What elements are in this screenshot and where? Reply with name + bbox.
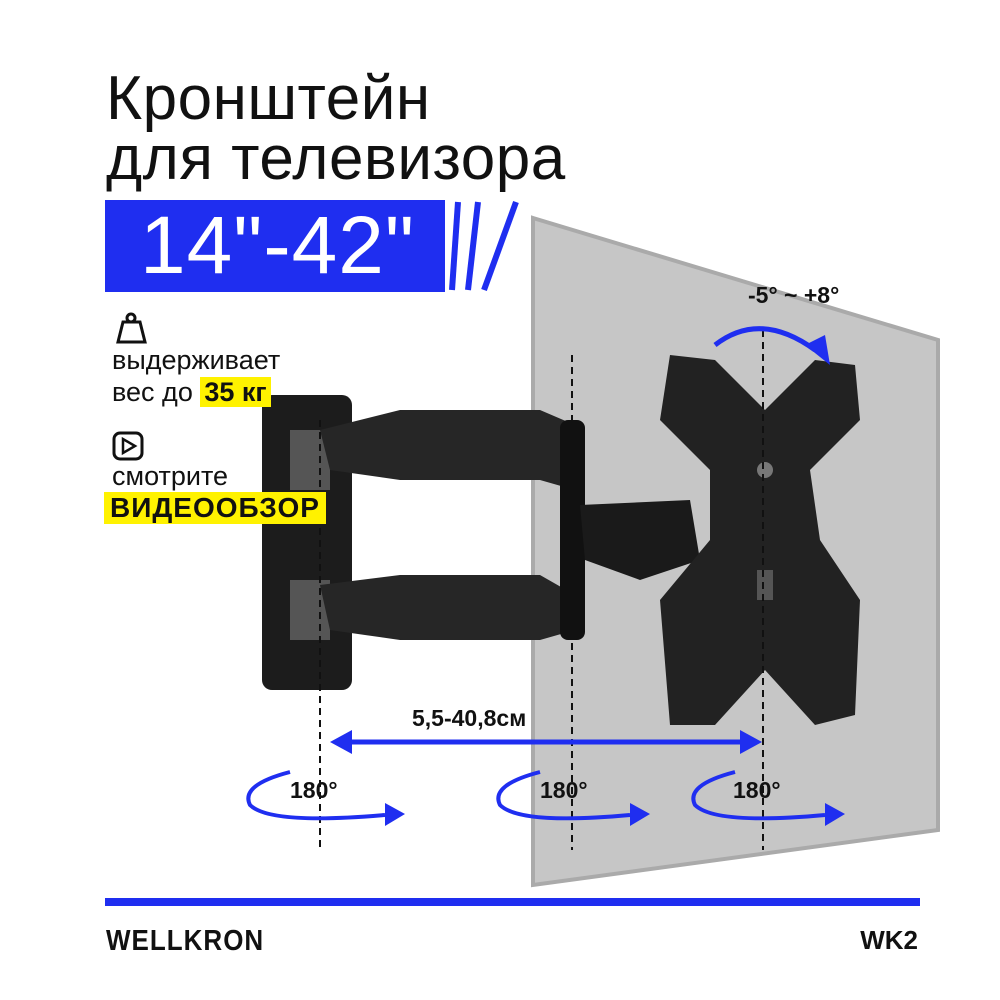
swivel-label-3: 180° <box>733 777 781 803</box>
tv-plate <box>660 355 860 725</box>
rotation-axes <box>319 330 764 850</box>
tilt-label: -5° ~ +8° <box>748 282 840 308</box>
swivel-label-1: 180° <box>290 777 338 803</box>
weight-icon <box>116 312 147 344</box>
video-review-link[interactable]: ВИДЕООБЗОР <box>104 492 326 524</box>
swivel-arrowheads <box>385 803 845 826</box>
extension-arrow <box>330 730 762 754</box>
footer-divider <box>105 898 920 906</box>
swivel-label-2: 180° <box>540 777 588 803</box>
video-text: смотрите <box>112 461 229 491</box>
size-band <box>105 200 445 292</box>
play-icon <box>112 431 144 461</box>
swivel-arrows <box>246 770 826 821</box>
brand-logo: WELLKRON <box>106 923 265 957</box>
arms <box>320 410 700 640</box>
slash-decoration <box>449 200 519 292</box>
tilt-arrow <box>713 326 817 353</box>
title-line-2: для телевизора <box>106 124 566 193</box>
title-line-1: Кронштейн <box>106 64 431 133</box>
model-code: WK2 <box>860 925 918 955</box>
weight-prefix: вес до <box>112 377 193 407</box>
size-range: 14"-42" <box>140 200 415 291</box>
tilt-arrowhead <box>805 335 830 365</box>
weight-text: выдерживает <box>112 345 281 375</box>
extension-label: 5,5-40,8см <box>412 705 527 731</box>
weight-value: 35 кг <box>200 377 271 407</box>
